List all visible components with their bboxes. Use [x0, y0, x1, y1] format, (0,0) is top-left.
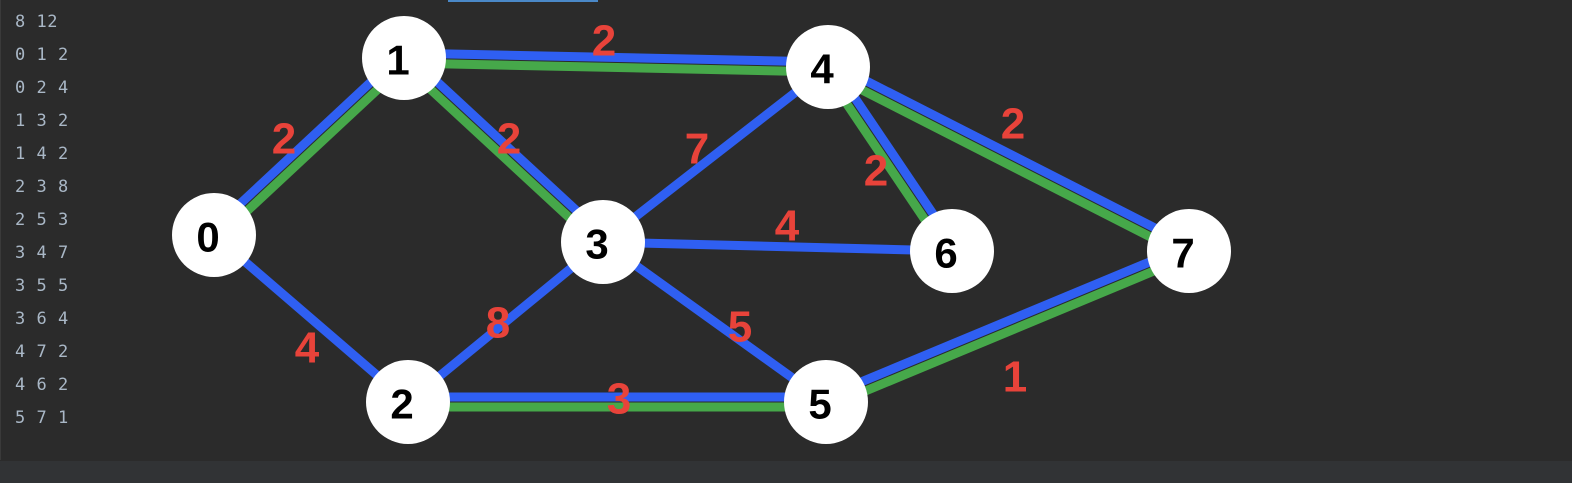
- edge-line: [404, 48, 829, 67]
- input-line-edge: 0 1 2: [15, 45, 69, 65]
- edge-weight-label: 3: [607, 375, 631, 424]
- node-label: 5: [808, 381, 831, 428]
- node-6: 6: [910, 209, 994, 293]
- input-line-edge: 5 7 1: [15, 408, 69, 428]
- edge-1-4: [403, 48, 829, 77]
- input-line-edge: 3 5 5: [15, 276, 69, 296]
- edge-weight-label: 2: [864, 147, 888, 196]
- edge-3-6: [602, 237, 953, 256]
- edge-line: [404, 51, 610, 242]
- node-label: 7: [1171, 230, 1194, 277]
- input-line-edge: 0 2 4: [15, 78, 69, 98]
- input-line-edge: 1 3 2: [15, 111, 69, 131]
- input-line-edge: 2 5 3: [15, 210, 69, 230]
- edges-layer: [207, 48, 1194, 412]
- node-label: 3: [585, 221, 608, 268]
- input-line-edge: 4 7 2: [15, 342, 69, 362]
- active-tab-indicator: [448, 0, 598, 2]
- edge-0-1: [207, 51, 411, 242]
- edge-4-7: [823, 58, 1194, 260]
- edge-weight-label: 2: [497, 115, 521, 164]
- edge-weight-label: 5: [728, 303, 752, 352]
- input-line-header: 8 12: [15, 12, 58, 32]
- node-circle: [1147, 209, 1231, 293]
- node-2: 2: [366, 360, 450, 444]
- node-1: 1: [362, 16, 446, 100]
- node-circle: [784, 360, 868, 444]
- edge-line: [207, 51, 404, 235]
- node-label: 2: [390, 381, 413, 428]
- node-7: 7: [1147, 209, 1231, 293]
- edge-weight-label: 7: [685, 125, 709, 174]
- edge-weight-label: 4: [775, 202, 800, 251]
- edge-line: [822, 242, 1189, 402]
- input-line-edge: 3 4 7: [15, 243, 69, 263]
- mst-edge-line: [397, 58, 603, 249]
- editor-bottom-bar: [0, 461, 1572, 483]
- edge-line: [602, 237, 953, 256]
- node-label: 6: [934, 230, 957, 277]
- input-line-edge: 4 6 2: [15, 375, 69, 395]
- edge-3-5: [600, 238, 829, 406]
- edge-line: [828, 58, 1194, 251]
- edge-5-7: [822, 242, 1193, 411]
- edge-weight-label: 2: [272, 115, 296, 164]
- edge-3-4: [600, 63, 831, 246]
- mst-edge-line: [826, 251, 1193, 411]
- graph-input-text[interactable]: 8 12 0 1 2 0 2 4 1 3 2 1 4 2 2 3 8 2 5 3…: [0, 0, 140, 460]
- node-circle: [362, 16, 446, 100]
- edge-weight-label: 8: [486, 299, 510, 348]
- input-line-edge: 1 4 2: [15, 144, 69, 164]
- node-circle: [172, 193, 256, 277]
- node-label: 1: [386, 37, 409, 84]
- edge-1-3: [397, 51, 610, 249]
- mst-edge-line: [403, 58, 828, 77]
- edge-line: [600, 238, 829, 406]
- node-circle: [561, 200, 645, 284]
- mst-edge-line: [823, 67, 1189, 260]
- edge-weight-label: 2: [1001, 100, 1025, 149]
- nodes-layer: 0 1 2 3 4 5 6 7: [172, 16, 1231, 444]
- node-0: 0: [172, 193, 256, 277]
- input-line-edge: 3 6 4: [15, 309, 69, 329]
- node-circle: [910, 209, 994, 293]
- edge-0-2: [211, 231, 411, 406]
- edge-line: [600, 63, 831, 246]
- node-circle: [366, 360, 450, 444]
- node-circle: [786, 25, 870, 109]
- node-label: 0: [196, 214, 219, 261]
- node-label: 4: [810, 46, 834, 93]
- edge-line: [211, 231, 411, 406]
- weights-layer: 2 4 2 2 8 3 7 5 4 2 2 1: [272, 17, 1027, 424]
- edge-weight-label: 2: [592, 17, 616, 66]
- edge-line: [405, 238, 606, 406]
- node-3: 3: [561, 200, 645, 284]
- edge-weight-label: 4: [295, 324, 320, 373]
- edge-2-3: [405, 238, 606, 406]
- mst-edge-line: [214, 58, 411, 242]
- edge-2-5: [408, 392, 826, 412]
- edge-weight-label: 1: [1003, 353, 1027, 402]
- input-line-edge: 2 3 8: [15, 177, 69, 197]
- node-4: 4: [786, 25, 870, 109]
- node-5: 5: [784, 360, 868, 444]
